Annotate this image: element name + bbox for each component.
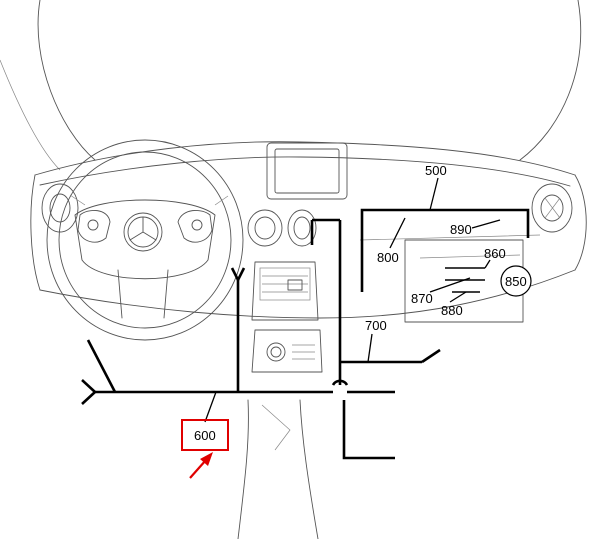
center-right-air-vent xyxy=(287,209,317,247)
windshield-right-edge xyxy=(519,0,582,161)
center-console xyxy=(237,261,323,539)
dashboard-left-end xyxy=(30,174,41,291)
circle-850 xyxy=(500,265,532,297)
dashboard-top xyxy=(34,141,576,176)
leader-500 xyxy=(429,177,439,211)
label-600: 600 xyxy=(194,428,216,443)
center-left-air-vent xyxy=(247,209,283,247)
label-850: 850 xyxy=(505,274,527,289)
leader-860 xyxy=(484,259,491,269)
left-fork-top xyxy=(81,379,96,393)
dashboard-right-end xyxy=(574,174,587,271)
lower-branch xyxy=(342,400,395,460)
dashboard-top-inner xyxy=(39,156,571,187)
highlight-box xyxy=(181,419,229,451)
label-500: 500 xyxy=(425,163,447,178)
bracket-500 xyxy=(360,208,530,292)
mercedes-star-icon xyxy=(129,216,157,241)
a-pillar-left xyxy=(0,59,61,171)
leader-870 xyxy=(429,277,471,293)
center-display xyxy=(266,142,348,200)
wiring-harness xyxy=(81,208,530,460)
label-800: 800 xyxy=(377,250,399,265)
steering-wheel xyxy=(46,139,244,341)
leader-890 xyxy=(471,219,501,229)
label-700: 700 xyxy=(365,318,387,333)
red-arrow-head-icon xyxy=(200,452,213,466)
leader-600 xyxy=(204,391,217,423)
label-890: 890 xyxy=(450,222,472,237)
left-air-vent xyxy=(41,183,79,233)
left-fork-bottom xyxy=(81,391,96,405)
dashboard-sketch xyxy=(0,0,587,539)
glovebox-outline xyxy=(359,234,541,259)
right-air-vent xyxy=(531,183,573,233)
leader-800 xyxy=(389,217,406,249)
dashboard-lower-line xyxy=(39,269,576,319)
label-870: 870 xyxy=(411,291,433,306)
highlighted-600: 600 xyxy=(181,419,229,479)
component-box xyxy=(404,239,532,323)
red-arrow-icon xyxy=(189,459,207,479)
branch-upper-left xyxy=(86,339,117,393)
leader-880 xyxy=(449,291,467,303)
windshield-left-edge xyxy=(37,0,96,161)
leader-700 xyxy=(367,333,373,363)
label-880: 880 xyxy=(441,303,463,318)
right-branch-fork xyxy=(421,348,441,364)
label-860: 860 xyxy=(484,246,506,261)
steering-column-fork xyxy=(230,267,246,283)
